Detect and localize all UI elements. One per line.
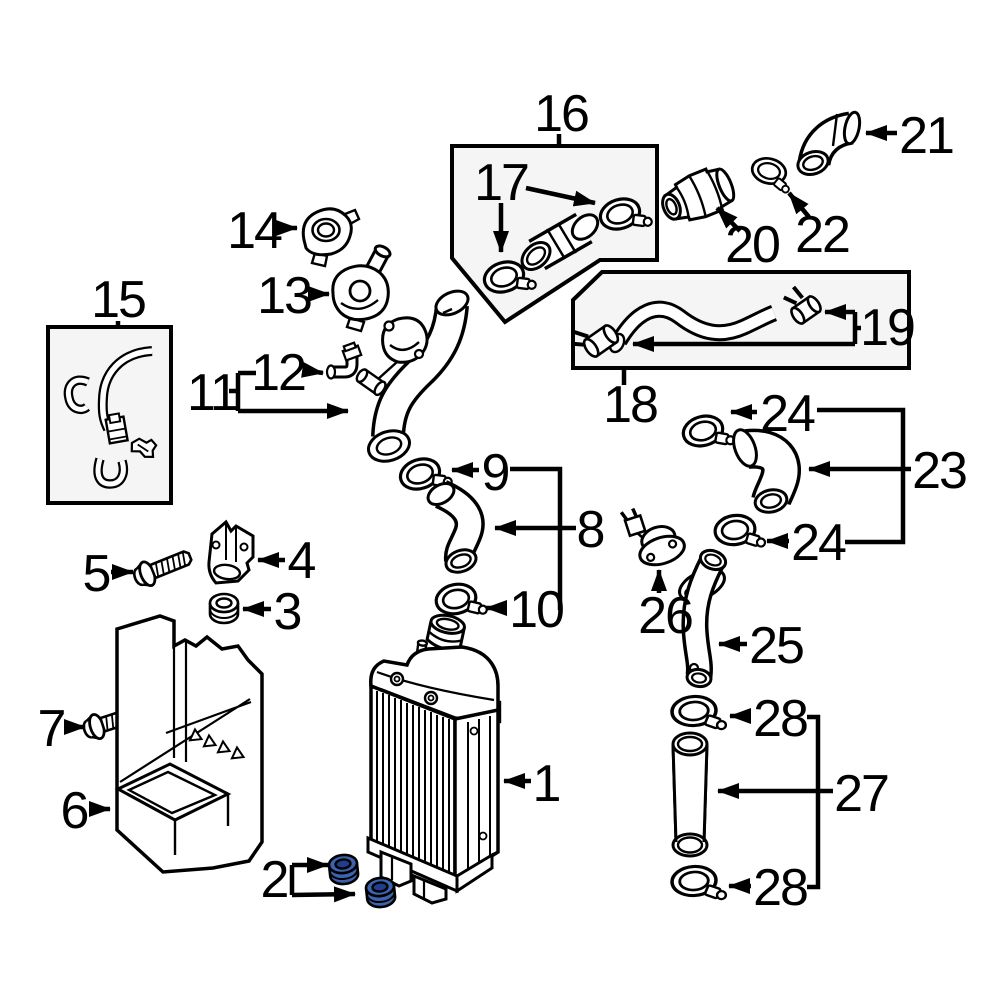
part-4-bracket: [207, 519, 255, 585]
part-12-fitting: [325, 341, 363, 380]
leader-12: [301, 361, 324, 378]
callout-24-lower: 24: [791, 514, 846, 572]
callout-labels: 1 2 3 4 5 6 7 8 9 10 11 12 13 14 15 16 1…: [38, 85, 968, 917]
part-28-clamp-lower: [669, 862, 728, 905]
part-28-clamp-upper: [669, 692, 728, 735]
callout-15: 15: [91, 271, 145, 329]
callout-27: 27: [834, 765, 888, 823]
callout-26: 26: [638, 587, 692, 645]
callout-9: 9: [482, 444, 509, 502]
callout-11: 11: [187, 364, 237, 422]
part-13-cap: [331, 244, 392, 333]
leader-17b: [525, 185, 596, 207]
part-19-fitting-left: [570, 324, 620, 358]
part-27-hose: [671, 731, 709, 858]
callout-4: 4: [288, 532, 316, 590]
callout-19: 19: [860, 299, 914, 357]
callout-28-lower: 28: [753, 859, 807, 917]
leader-19-bracket: [852, 312, 861, 344]
part-22-clamp: [747, 153, 797, 195]
part-24-clamp-upper: [678, 408, 737, 458]
part-26-sensor: [619, 507, 686, 567]
part-3-grommet: [208, 592, 240, 625]
leader-2b: [291, 886, 356, 903]
leader-20: [715, 206, 742, 233]
callout-28-upper: 28: [753, 690, 807, 748]
callout-8: 8: [577, 501, 604, 559]
callout-20: 20: [725, 216, 779, 274]
part-11-tube: [355, 289, 470, 463]
leader-11-bracket: [229, 370, 256, 411]
callout-18: 18: [603, 376, 657, 434]
part-14-cap: [301, 207, 361, 268]
callout-12: 12: [251, 344, 305, 402]
callout-6: 6: [61, 782, 88, 840]
callout-1: 1: [533, 755, 560, 813]
callout-7: 7: [38, 700, 65, 758]
part-20-connector: [661, 167, 736, 222]
leader-22: [787, 191, 811, 219]
callout-16: 16: [534, 85, 588, 143]
callout-21: 21: [899, 107, 953, 165]
part-21-hose: [796, 110, 862, 177]
leader-23-24-bracket: [817, 407, 906, 545]
callout-5: 5: [83, 545, 110, 603]
leader-lines: [64, 125, 911, 903]
leader-27-28-bracket: [807, 714, 821, 890]
part-5-bolt: [129, 543, 197, 592]
part-25-tube: [678, 548, 728, 689]
callout-13: 13: [257, 267, 311, 325]
callout-22: 22: [795, 206, 849, 264]
callout-23: 23: [912, 442, 966, 500]
callout-17: 17: [474, 154, 528, 212]
part-17-hose-assembly: [478, 189, 655, 304]
part-15-hose-kit: [63, 346, 158, 489]
callout-25: 25: [749, 617, 803, 675]
part-23-elbow: [732, 428, 801, 514]
part-19-fitting-right: [782, 285, 822, 325]
part-2-grommet-upper: [326, 852, 361, 887]
part-6-air-duct: [114, 614, 264, 874]
callout-2: 2: [261, 851, 288, 909]
leader-9-10-bracket: [510, 466, 563, 610]
callout-24-upper: 24: [760, 385, 815, 443]
callout-3: 3: [274, 583, 301, 641]
part-24-clamp-lower: [711, 510, 768, 555]
part-8-hose: [426, 480, 485, 574]
part-1-intercooler: [366, 613, 502, 905]
callout-14: 14: [227, 202, 282, 260]
callout-10: 10: [509, 581, 563, 639]
part-2-grommet-lower: [363, 875, 398, 910]
